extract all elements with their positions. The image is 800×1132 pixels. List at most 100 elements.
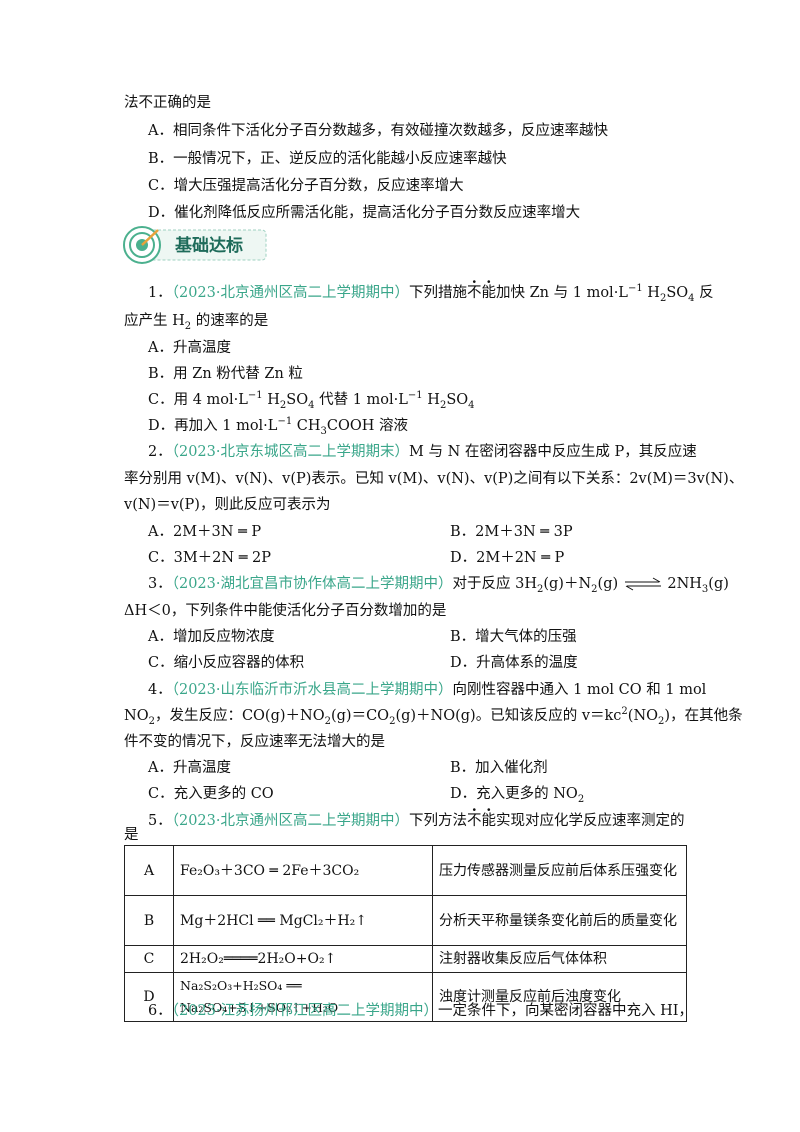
q3-number: 3． bbox=[148, 576, 172, 592]
q2-number: 2． bbox=[148, 444, 172, 460]
q1-sub: 2 bbox=[659, 292, 667, 304]
q4-option-c: C．充入更多的 CO bbox=[148, 786, 274, 802]
q2-option-b: B．2M＋3N ═ 3P bbox=[450, 524, 573, 540]
q2-stem-1: M 与 N 在密闭容器中反应生成 P，其反应速 bbox=[409, 444, 697, 460]
q3-sub: 2 bbox=[591, 583, 598, 595]
q3-stem-e: (g) bbox=[708, 576, 729, 592]
q1-stem-c2: 的速率的是 bbox=[191, 313, 269, 329]
q1-sub: 4 bbox=[688, 292, 695, 304]
table-cell-label: C bbox=[124, 945, 174, 973]
q4-l2-f: )，在其他条 bbox=[664, 708, 743, 724]
q4-l2-b: ，发生反应：CO(g)＋NO bbox=[154, 708, 325, 724]
q3-sub: 2 bbox=[536, 583, 544, 595]
q1-sup: −1 bbox=[277, 416, 293, 428]
q1-sub: 2 bbox=[184, 320, 192, 332]
q1-stem-b3: SO bbox=[666, 285, 689, 301]
table-cell-method: 分析天平称量镁条变化前后的质量变化 bbox=[432, 895, 687, 946]
intro-option-a: A．相同条件下活化分子百分数越多，有效碰撞次数越多，反应速率越快 bbox=[148, 123, 608, 139]
table-row: A Fe₂O₃＋3CO ═ 2Fe＋3CO₂ 压力传感器测量反应前后体系压强变化 bbox=[124, 845, 687, 896]
q1-emphasis-2: 能 bbox=[482, 285, 497, 301]
q5-stem-b: 实现对应化学反应速率测定的 bbox=[496, 813, 685, 829]
q1-emphasis-1: 不 bbox=[467, 285, 482, 301]
q5-table: A Fe₂O₃＋3CO ═ 2Fe＋3CO₂ 压力传感器测量反应前后体系压强变化… bbox=[124, 845, 687, 1022]
table-row: B Mg＋2HCl ══ MgCl₂＋H₂↑ 分析天平称量镁条变化前后的质量变化 bbox=[124, 895, 687, 946]
equilibrium-arrow-icon bbox=[624, 577, 661, 591]
q3-option-c: C．缩小反应容器的体积 bbox=[148, 655, 305, 671]
q1-c-e: H bbox=[422, 392, 440, 408]
q1-stem-c: 应产生 H bbox=[124, 313, 185, 329]
q1-option-c: C．用 4 mol·L−1 H2SO4 代替 1 mol·L−1 H2SO4 bbox=[148, 390, 475, 411]
q1-number: 1． bbox=[148, 285, 172, 301]
q4-line2: NO2，发生反应：CO(g)＋NO2(g)＝CO2(g)＋NO(g)。已知该反应… bbox=[124, 706, 743, 727]
q3-option-b: B．增大气体的压强 bbox=[450, 629, 577, 645]
q1-option-a: A．升高温度 bbox=[148, 340, 231, 356]
q1-sub: 3 bbox=[320, 425, 327, 437]
table-cell-method: 浊度计测量反应前后浊度变化 bbox=[432, 972, 687, 1022]
table-cell-method: 注射器收集反应后气体体积 bbox=[432, 945, 687, 973]
q2-option-a: A．2M＋3N ═ P bbox=[148, 524, 262, 540]
q5-emphasis-1: 不 bbox=[467, 813, 482, 829]
q4-sub: 2 bbox=[658, 715, 665, 727]
q6-stem: 一定条件下，向某密闭容器中充入 HI， bbox=[438, 1003, 693, 1019]
q1-sub: 4 bbox=[308, 399, 315, 411]
q1-stem-b: 加快 Zn 与 1 mol·L bbox=[496, 285, 628, 301]
q1-sup: −1 bbox=[407, 390, 423, 402]
q4-number: 4． bbox=[148, 682, 172, 698]
q1-stem-a: 下列措施 bbox=[409, 285, 467, 301]
q3-stem-c: (g) bbox=[597, 576, 619, 592]
q1-stem-b2: H bbox=[642, 285, 660, 301]
q1-option-b: B．用 Zn 粉代替 Zn 粒 bbox=[148, 366, 303, 382]
q1-c-f: SO bbox=[446, 392, 469, 408]
q5-stem-a: 下列方法 bbox=[409, 813, 467, 829]
q5-line1: 5．（2023·北京通州区高二上学期期中）下列方法不能实现对应化学反应速率测定的 bbox=[148, 811, 685, 831]
q4-l2-c: (g)＝CO bbox=[330, 708, 390, 724]
table-cell-label: A bbox=[124, 845, 174, 896]
q3-line1: 3．（2023·湖北宜昌市协作体高二上学期期中）对于反应 3H2(g)＋N2(g… bbox=[148, 574, 729, 594]
table-cell-equation: Na₂S₂O₃+H₂SO₄ ══ Na₂SO₄+S↓+SO₂↑+H₂O bbox=[173, 972, 433, 1022]
table-cell-method: 压力传感器测量反应前后体系压强变化 bbox=[432, 845, 687, 896]
q1-d-b: CH bbox=[292, 418, 321, 434]
q4-stem-1: 向刚性容器中通入 1 mol CO 和 1 mol bbox=[452, 682, 707, 698]
q5-line2: 是 bbox=[124, 827, 139, 843]
q4-source: （2023·山东临沂市沂水县高二上学期期中） bbox=[171, 682, 453, 698]
q4-d-text: D．充入更多的 NO bbox=[450, 786, 578, 802]
q3-stem-d: 2NH bbox=[667, 576, 702, 592]
q2-option-d: D．2M＋2N ═ P bbox=[450, 550, 565, 566]
q3-stem-b: (g)＋N bbox=[543, 576, 592, 592]
intro-option-b: B．一般情况下，正、逆反应的活化能越小反应速率越快 bbox=[148, 151, 507, 167]
q3-option-a: A．增加反应物浓度 bbox=[148, 629, 275, 645]
q2-line1: 2．（2023·北京东城区高二上学期期末）M 与 N 在密闭容器中反应生成 P，… bbox=[148, 442, 697, 462]
q1-source: （2023·北京通州区高二上学期期中） bbox=[171, 285, 409, 301]
table-cell-equation: Fe₂O₃＋3CO ═ 2Fe＋3CO₂ bbox=[173, 845, 433, 896]
table-cell-label: B bbox=[124, 895, 174, 946]
q1-d-c: COOH 溶液 bbox=[326, 418, 409, 434]
q4-l2-a: NO bbox=[124, 708, 149, 724]
q4-option-b: B．加入催化剂 bbox=[450, 760, 548, 776]
q1-d-a: D．再加入 1 mol·L bbox=[148, 418, 278, 434]
q4-sub: 2 bbox=[389, 715, 396, 727]
q4-sub: 2 bbox=[577, 793, 585, 805]
q1-c-a: C．用 4 mol·L bbox=[148, 392, 248, 408]
table-row: D Na₂S₂O₃+H₂SO₄ ══ Na₂SO₄+S↓+SO₂↑+H₂O 浊度… bbox=[124, 972, 687, 1022]
q3-stem-a: 对于反应 3H bbox=[452, 576, 537, 592]
target-icon bbox=[123, 226, 161, 264]
q1-sup: −1 bbox=[247, 390, 263, 402]
q4-line3: 件不变的情况下，反应速率无法增大的是 bbox=[124, 734, 385, 750]
intro-option-c: C．增大压强提高活化分子百分数，反应速率增大 bbox=[148, 178, 464, 194]
q1-sub: 2 bbox=[439, 399, 447, 411]
q2-line2: 率分别用 v(M)、v(N)、v(P)表示。已知 v(M)、v(N)、v(P)之… bbox=[124, 471, 744, 487]
table-cell-equation: Mg＋2HCl ══ MgCl₂＋H₂↑ bbox=[173, 895, 433, 946]
q4-sub: 2 bbox=[148, 715, 155, 727]
q5-source: （2023·北京通州区高二上学期期中） bbox=[171, 813, 409, 829]
q4-option-d: D．充入更多的 NO2 bbox=[450, 784, 584, 804]
q4-sub: 2 bbox=[324, 715, 331, 727]
section-title: 基础达标 bbox=[175, 236, 243, 256]
q5-emphasis-2: 能 bbox=[482, 813, 497, 829]
q1-line2: 应产生 H2 的速率的是 bbox=[124, 311, 268, 331]
q1-c-c: SO bbox=[286, 392, 309, 408]
q6-source: （2023·江苏扬州邗江区高二上学期期中） bbox=[171, 1003, 438, 1019]
table-cell-equation: 2H₂O₂════2H₂O+O₂↑ bbox=[173, 945, 433, 973]
section-badge bbox=[123, 226, 267, 264]
q1-option-d: D．再加入 1 mol·L−1 CH3COOH 溶液 bbox=[148, 416, 409, 437]
